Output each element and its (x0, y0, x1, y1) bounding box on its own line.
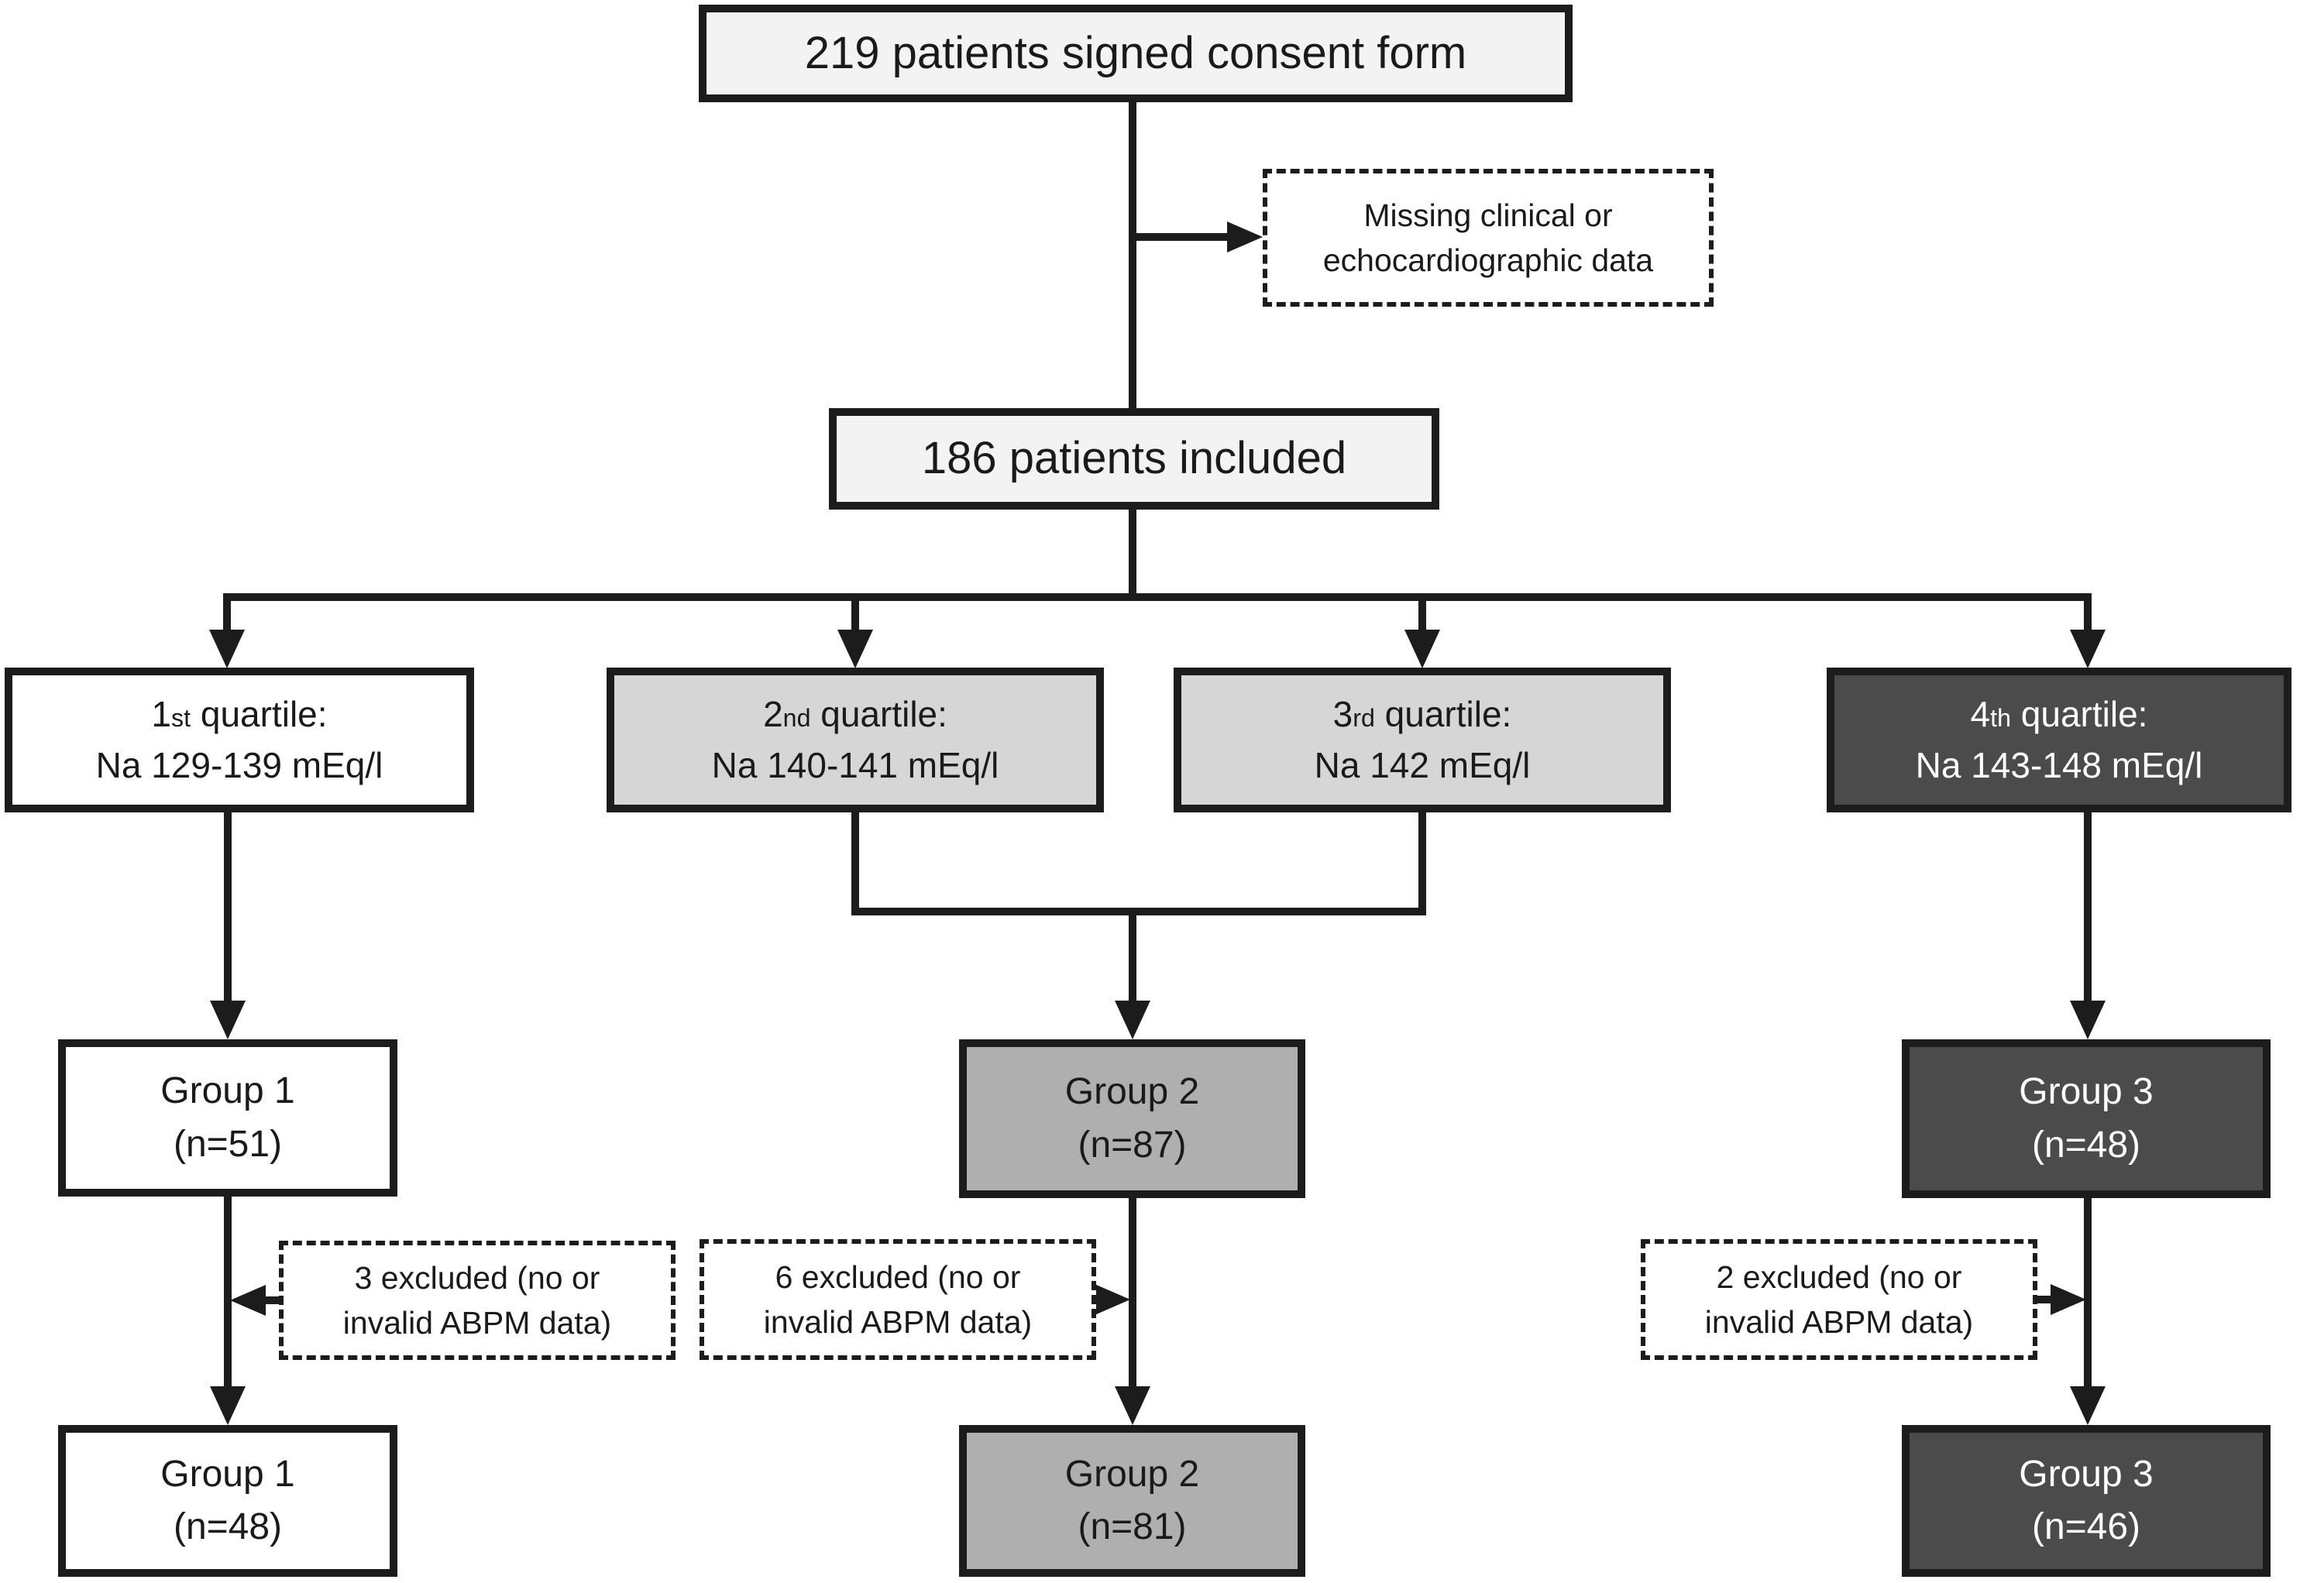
consent-label: 219 patients signed consent form (804, 27, 1467, 78)
exclusion3-box: 2 excluded (no or invalid ABPM data) (1641, 1239, 2037, 1360)
connector-q3-merge (1418, 811, 1426, 915)
arrowhead-group1-final (210, 1386, 246, 1425)
connector-consent-included (1129, 101, 1136, 410)
quartile-1-title: 1st quartile: (151, 694, 328, 735)
connector-branch-missing (1133, 233, 1232, 241)
group2-initial-count: (n=87) (1078, 1124, 1187, 1166)
group2-final-count: (n=81) (1078, 1506, 1187, 1547)
arrowhead-missing (1227, 221, 1263, 252)
arrowhead-group2 (1115, 1001, 1150, 1039)
arrowhead-group2-final (1115, 1386, 1150, 1425)
group1-final-count: (n=48) (173, 1506, 283, 1547)
missing-data-box: Missing clinical or echocardiographic da… (1263, 169, 1714, 307)
group1-initial-box: Group 1 (n=51) (58, 1039, 397, 1197)
quartile-2-title: 2nd quartile: (763, 694, 947, 735)
exclusion1-box: 3 excluded (no or invalid ABPM data) (279, 1241, 676, 1360)
group1-initial-name: Group 1 (160, 1070, 295, 1112)
group3-initial-count: (n=48) (2031, 1124, 2141, 1166)
connector-drop-q1 (223, 593, 231, 634)
arrowhead-group3-final (2070, 1386, 2106, 1425)
exclusion2-box: 6 excluded (no or invalid ABPM data) (700, 1239, 1096, 1360)
arrowhead-q1 (209, 630, 245, 668)
arrowhead-exclusion3 (2051, 1284, 2086, 1315)
arrowhead-exclusion2 (1095, 1284, 1130, 1315)
connector-drop-q3 (1418, 593, 1426, 634)
group2-initial-box: Group 2 (n=87) (959, 1039, 1305, 1198)
consent-box: 219 patients signed consent form (699, 5, 1573, 102)
connector-group2-final (1129, 1197, 1136, 1389)
arrowhead-group3 (2070, 1001, 2106, 1039)
quartile-3-range: Na 142 mEq/l (1314, 744, 1531, 785)
connector-group1-final (224, 1195, 232, 1389)
quartile-4-box: 4th quartile: Na 143-148 mEq/l (1827, 668, 2291, 812)
connector-included-distribution (1129, 508, 1136, 600)
group2-final-name: Group 2 (1064, 1453, 1200, 1495)
connector-merge-bar (851, 908, 1426, 915)
exclusion3-line2: invalid ABPM data) (1704, 1304, 1974, 1340)
quartile-3-title: 3rd quartile: (1332, 694, 1512, 735)
exclusion2-line1: 6 excluded (no or (775, 1259, 1021, 1295)
group3-initial-name: Group 3 (2019, 1071, 2154, 1113)
included-box: 186 patients included (829, 408, 1439, 510)
arrowhead-group1 (210, 1001, 246, 1039)
connector-group3-final (2084, 1197, 2092, 1389)
connector-merge-group2 (1129, 908, 1136, 1002)
quartile-1-box: 1st quartile: Na 129-139 mEq/l (5, 668, 474, 812)
quartile-2-box: 2nd quartile: Na 140-141 mEq/l (607, 668, 1104, 812)
missing-data-line2: echocardiographic data (1322, 242, 1654, 278)
group3-final-count: (n=46) (2031, 1506, 2141, 1547)
connector-distribution-line (223, 593, 2092, 601)
exclusion2-line2: invalid ABPM data) (763, 1304, 1033, 1340)
group3-final-name: Group 3 (2019, 1453, 2154, 1495)
arrowhead-exclusion1 (230, 1285, 266, 1316)
exclusion3-line1: 2 excluded (no or (1716, 1259, 1962, 1295)
connector-q1-group1 (224, 811, 232, 1003)
group3-initial-box: Group 3 (n=48) (1902, 1039, 2271, 1198)
arrowhead-q3 (1404, 630, 1440, 668)
arrowhead-q2 (837, 630, 873, 668)
exclusion1-line1: 3 excluded (no or (354, 1259, 600, 1296)
quartile-1-range: Na 129-139 mEq/l (95, 744, 383, 785)
connector-exclusion3 (2036, 1296, 2058, 1303)
quartile-4-range: Na 143-148 mEq/l (1915, 744, 2203, 785)
group3-final-box: Group 3 (n=46) (1902, 1425, 2271, 1577)
group2-initial-name: Group 2 (1064, 1071, 1200, 1113)
connector-drop-q4 (2084, 593, 2092, 634)
connector-q2-merge (851, 811, 859, 915)
quartile-4-title: 4th quartile: (1970, 694, 2148, 735)
connector-drop-q2 (851, 593, 859, 634)
missing-data-line1: Missing clinical or (1363, 197, 1613, 233)
arrowhead-q4 (2070, 630, 2106, 668)
quartile-3-box: 3rd quartile: Na 142 mEq/l (1174, 668, 1671, 812)
group1-final-name: Group 1 (160, 1453, 295, 1495)
quartile-2-range: Na 140-141 mEq/l (711, 744, 999, 785)
connector-exclusion1 (260, 1296, 280, 1304)
group1-final-box: Group 1 (n=48) (58, 1425, 397, 1577)
included-label: 186 patients included (921, 433, 1347, 484)
group1-initial-count: (n=51) (173, 1123, 283, 1165)
exclusion1-line2: invalid ABPM data) (342, 1305, 612, 1341)
group2-final-box: Group 2 (n=81) (959, 1425, 1305, 1577)
connector-q4-group3 (2084, 811, 2092, 1003)
